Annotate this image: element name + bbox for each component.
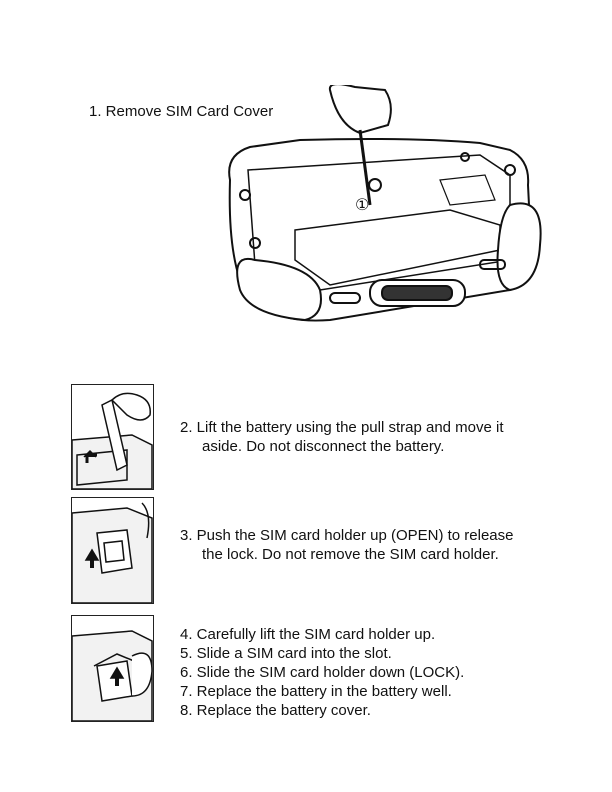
step-2-line-1: 2. Lift the battery using the pull strap… — [180, 419, 504, 436]
list-item: 7. Replace the battery in the battery we… — [180, 683, 452, 700]
lift-battery-illustration — [72, 392, 153, 489]
list-item: 6. Slide the SIM card holder down (LOCK)… — [180, 664, 465, 681]
callout-marker-1: ① — [355, 195, 369, 214]
device-underside-illustration: ① — [228, 85, 542, 322]
open-sim-holder-illustration — [72, 502, 153, 603]
final-steps-list: 4. Carefully lift the SIM card holder up… — [180, 625, 464, 720]
list-item: 5. Slide a SIM card into the slot. — [180, 645, 392, 662]
step-1-title: 1. Remove SIM Card Cover — [89, 103, 274, 120]
step-3-line-1: 3. Push the SIM card holder up (OPEN) to… — [180, 527, 514, 544]
step-2-thumbnail — [71, 384, 154, 490]
step-2-line-2: aside. Do not disconnect the battery. — [202, 438, 445, 455]
step-3-line-2: the lock. Do not remove the SIM card hol… — [202, 546, 499, 563]
step-3-thumbnail — [71, 497, 154, 604]
insert-sim-illustration — [72, 630, 153, 721]
step-4-thumbnail — [71, 615, 154, 722]
list-item: 8. Replace the battery cover. — [180, 702, 371, 719]
list-item: 4. Carefully lift the SIM card holder up… — [180, 626, 436, 643]
